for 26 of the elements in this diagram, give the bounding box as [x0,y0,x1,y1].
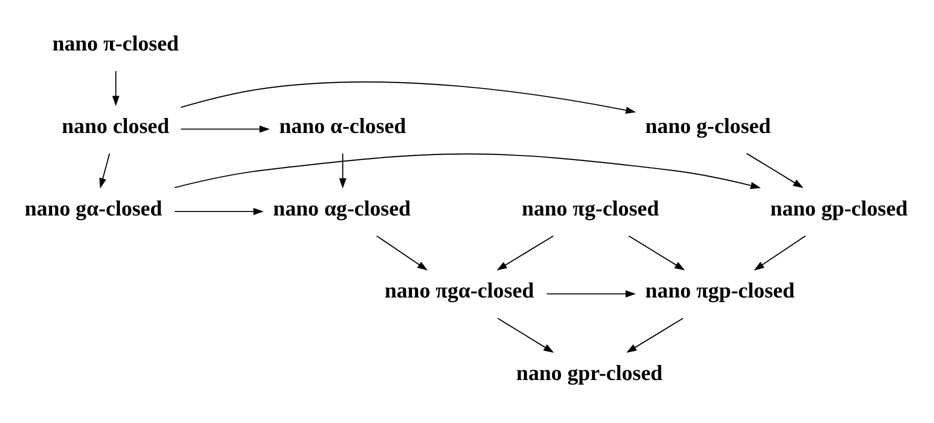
node-text: nano gp-closed [770,196,908,220]
arrow [174,208,264,216]
node-text: nano πg-closed [522,196,660,220]
arrow [180,126,270,133]
arrow [746,153,804,188]
arrow [376,235,428,270]
arrow [546,290,636,298]
node-text: nano α-closed [279,114,406,138]
node-text: nano g-closed [645,114,771,138]
arrow [99,153,110,188]
node-text: nano π-closed [52,31,179,56]
arrow [496,235,554,270]
node-text: nano πgp-closed [645,278,795,303]
arrow [339,154,346,188]
node-text: nano gα-closed [24,196,162,220]
arrow [754,235,806,270]
node-text: nano gpr-closed [516,361,663,386]
arrow [626,318,684,353]
arrow [628,235,685,270]
node-text: nano closed [62,114,170,138]
arrow [180,81,636,114]
arrow [497,318,554,353]
node-text: nano πgα-closed [384,278,534,303]
node-text: nano αg-closed [273,196,411,220]
arrow [174,153,761,189]
arrow [112,71,120,106]
